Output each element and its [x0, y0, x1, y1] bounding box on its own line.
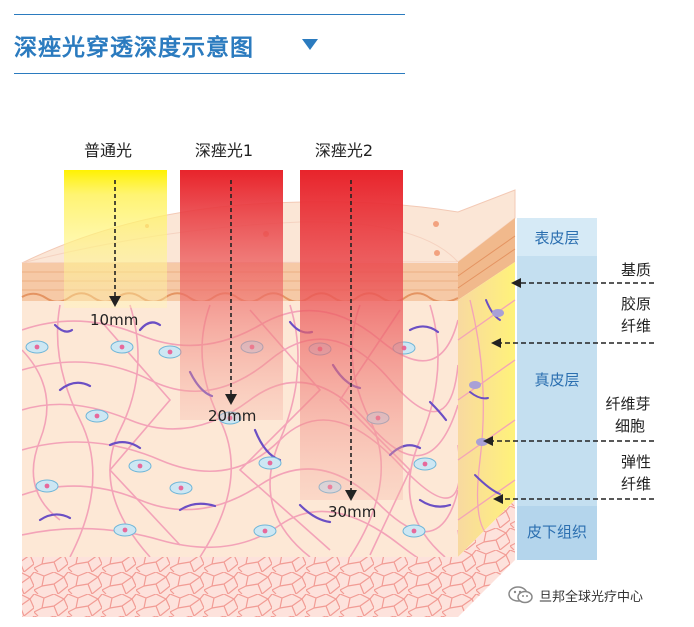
structure-label-fibroblast-line2: 细胞 — [615, 417, 645, 435]
pointer-arrowhead — [493, 494, 503, 504]
pointer-arrowhead — [511, 278, 521, 288]
pointer-arrowhead — [491, 338, 501, 348]
structure-label-matrix: 基质 — [621, 261, 651, 279]
layer-box-dermis — [517, 256, 597, 506]
structure-label-elastic-line2: 纤维 — [621, 475, 651, 493]
pore-dot — [433, 221, 439, 227]
arrowhead-normal — [109, 296, 121, 307]
arrowhead-deep2 — [345, 490, 357, 501]
light-label-deep1: 深痤光1 — [195, 141, 253, 160]
pointer-arrowhead — [483, 436, 493, 446]
side-face-epidermis — [458, 218, 515, 300]
pore-dot — [434, 250, 440, 256]
structure-label-elastic-line1: 弹性 — [621, 453, 651, 471]
title-rule-bottom — [14, 73, 405, 74]
depth-label-deep1: 20mm — [208, 407, 256, 425]
layer-label-epidermis: 表皮层 — [534, 229, 579, 247]
subcutaneous-layer — [22, 557, 458, 617]
light-label-deep2: 深痤光2 — [315, 141, 373, 160]
layer-label-dermis: 真皮层 — [534, 371, 579, 389]
layer-label-subcutaneous: 皮下组织 — [527, 523, 587, 541]
depth-label-normal: 10mm — [90, 311, 138, 329]
depth-label-deep2: 30mm — [328, 503, 376, 521]
watermark: 旦邦全球光疗中心 — [508, 585, 643, 605]
dropdown-triangle-icon[interactable] — [302, 39, 318, 50]
title-rule-top — [14, 14, 405, 15]
structure-label-collagen-line2: 纤维 — [621, 317, 651, 335]
layer-box-subcutaneous — [517, 506, 597, 560]
structure-label-collagen-line1: 胶原 — [621, 295, 651, 313]
light-label-normal: 普通光 — [84, 141, 132, 160]
side-face-dermis — [458, 262, 515, 557]
arrowhead-deep1 — [225, 394, 237, 405]
watermark-text: 旦邦全球光疗中心 — [539, 589, 644, 605]
page-title: 深痤光穿透深度示意图 — [14, 35, 254, 61]
structure-label-fibroblast-line1: 纤维芽 — [605, 395, 650, 413]
layer-box-epidermis — [517, 218, 597, 256]
wechat-icon — [508, 586, 533, 604]
side-face-subcutaneous — [458, 500, 515, 617]
